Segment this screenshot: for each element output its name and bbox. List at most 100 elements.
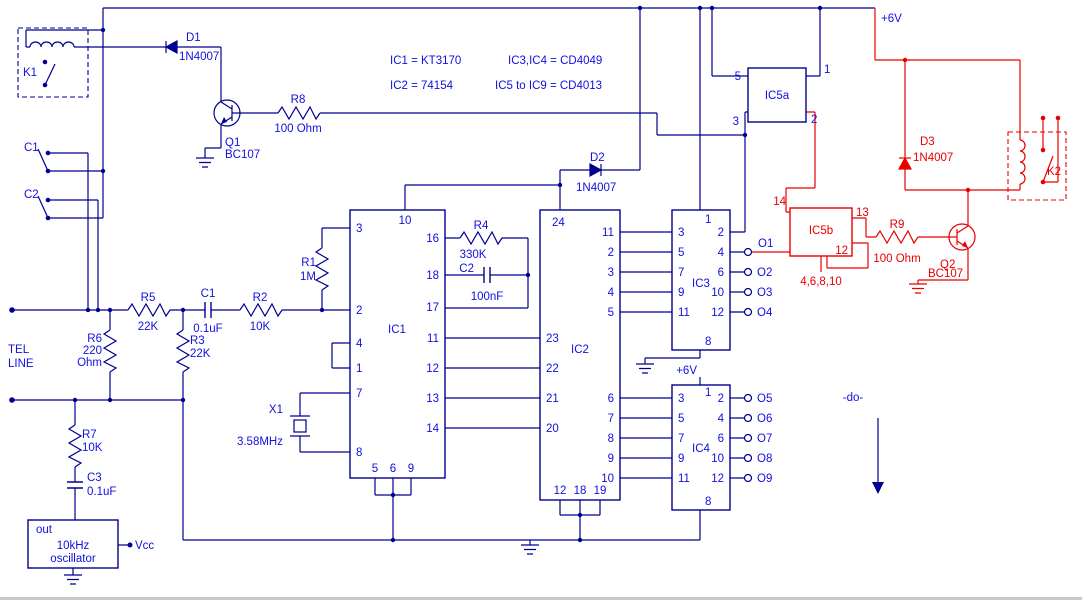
rail-ground <box>520 544 540 555</box>
o4-label: O4 <box>757 307 773 319</box>
ic5b-feedback-loop <box>826 242 869 269</box>
osc-name1: 10kHz <box>57 540 90 552</box>
ditto-label: -do- <box>843 392 864 404</box>
r6-val2: Ohm <box>77 357 102 369</box>
ic1-gnd-run <box>374 478 412 540</box>
r7-ref: R7 <box>82 429 97 441</box>
ic4-box <box>671 384 731 511</box>
r3-val: 22K <box>190 348 211 360</box>
ic4-pin-8: 8 <box>705 496 711 508</box>
q1-emitter-run <box>204 133 222 158</box>
k1-label: K1 <box>23 67 37 79</box>
ic5a-name: IC5a <box>765 90 790 102</box>
ic2-pin-rt3: 3 <box>608 267 614 279</box>
ic4-pin-l4: 9 <box>678 453 684 465</box>
c1-capacitor <box>204 301 212 319</box>
ic1-pin-9: 9 <box>408 463 414 475</box>
c1-contact-arm <box>37 148 49 172</box>
ic4-pin-1: 1 <box>705 387 711 399</box>
ic5a-pin3-run <box>656 111 748 136</box>
ic4-pin-r2: 4 <box>718 413 725 425</box>
tel-terminal <box>9 397 15 403</box>
ic2-pin-rt4: 4 <box>608 287 615 299</box>
c1-ref: C1 <box>201 288 216 300</box>
r5-ref: R5 <box>141 292 156 304</box>
r1-resistor <box>315 247 329 291</box>
r1-ref: R1 <box>301 257 316 269</box>
r4-resistor <box>459 231 503 245</box>
junction-dot <box>902 57 908 63</box>
page-bottom-edge <box>0 597 1082 600</box>
x1-val: 3.58MHz <box>237 436 283 448</box>
plus6v-ic4-label: +6V <box>676 365 697 377</box>
r6-ref: R6 <box>87 333 102 345</box>
r1-val: 1M <box>300 271 316 283</box>
ic5a-pin-5: 5 <box>735 71 741 83</box>
r7-val: 10K <box>82 442 103 454</box>
ic2-pin-rt5: 5 <box>608 307 614 319</box>
c2-contact-dot <box>45 197 51 203</box>
ic3-pin-r3: 6 <box>718 267 724 279</box>
q2-val: BC107 <box>928 268 963 280</box>
osc-name2: oscillator <box>50 553 96 565</box>
ic2-pin-22: 22 <box>546 363 559 375</box>
ic1-pin-18: 18 <box>426 270 439 282</box>
d1-ref: D1 <box>186 32 201 44</box>
r5-val: 22K <box>138 321 159 333</box>
ic1-pin-14: 14 <box>426 423 439 435</box>
ic5b-pin-13: 13 <box>856 207 869 219</box>
o8-terminal <box>743 453 753 463</box>
ic5a-pin-1: 1 <box>824 64 830 76</box>
ic5a-pin-2: 2 <box>811 114 817 126</box>
r5-resistor <box>127 303 171 317</box>
k1-feed <box>25 8 104 48</box>
note-ic1: IC1 = KT3170 <box>390 55 461 67</box>
plus6v-top-label: +6V <box>881 13 902 25</box>
ic3-pin-r5: 12 <box>711 307 724 319</box>
ic2-pin-24: 24 <box>552 217 565 229</box>
ic1-pin-16: 16 <box>426 233 439 245</box>
o6-terminal <box>743 413 753 423</box>
o7-terminal <box>743 433 753 443</box>
ic3-pin-l1: 3 <box>678 227 684 239</box>
ic3-name: IC3 <box>692 278 710 290</box>
c2-ref: C2 <box>459 263 474 275</box>
d2-run <box>404 8 641 210</box>
ic4-pin-l1: 3 <box>678 393 684 405</box>
osc-out-label: out <box>36 524 53 536</box>
r3-resistor <box>176 329 190 373</box>
r7-resistor <box>68 424 82 468</box>
ic2-pin-18: 18 <box>574 485 587 497</box>
c3-ref: C3 <box>87 472 102 484</box>
ic1-pin-4: 4 <box>356 338 363 350</box>
vcc-terminal <box>127 542 133 548</box>
red-power-run <box>874 8 1021 217</box>
ic3-row1-up-run <box>730 135 746 233</box>
ic4-pin-l2: 5 <box>678 413 684 425</box>
k1-relay-box <box>17 27 89 98</box>
ic5b-pin-12: 12 <box>835 245 848 257</box>
ic5b-clk-feed <box>785 111 816 213</box>
d2-val: 1N4007 <box>576 182 616 194</box>
ic2-pin-rb1: 6 <box>608 393 614 405</box>
ic2-pin-21: 21 <box>546 393 559 405</box>
o9-terminal <box>743 473 753 483</box>
r8-ref: R8 <box>291 94 306 106</box>
o6-label: O6 <box>757 413 772 425</box>
q2-ref: Q2 <box>940 259 955 271</box>
line-label: LINE <box>8 358 34 370</box>
r2-val: 10K <box>250 321 271 333</box>
ic3-pin-l2: 5 <box>678 247 684 259</box>
ic3-out-wires <box>730 251 744 313</box>
c3-val: 0.1uF <box>87 486 116 498</box>
ic3-pin-r2: 4 <box>718 247 725 259</box>
r1-leads <box>321 227 350 310</box>
q2-transistor <box>941 216 976 258</box>
contact-c2-label: C2 <box>24 189 39 201</box>
xtal-leads <box>299 392 350 453</box>
o3-label: O3 <box>757 287 772 299</box>
k2-coil <box>1019 139 1026 185</box>
tel-bottom-line <box>12 399 700 541</box>
ic2-gnd-run <box>559 500 601 540</box>
